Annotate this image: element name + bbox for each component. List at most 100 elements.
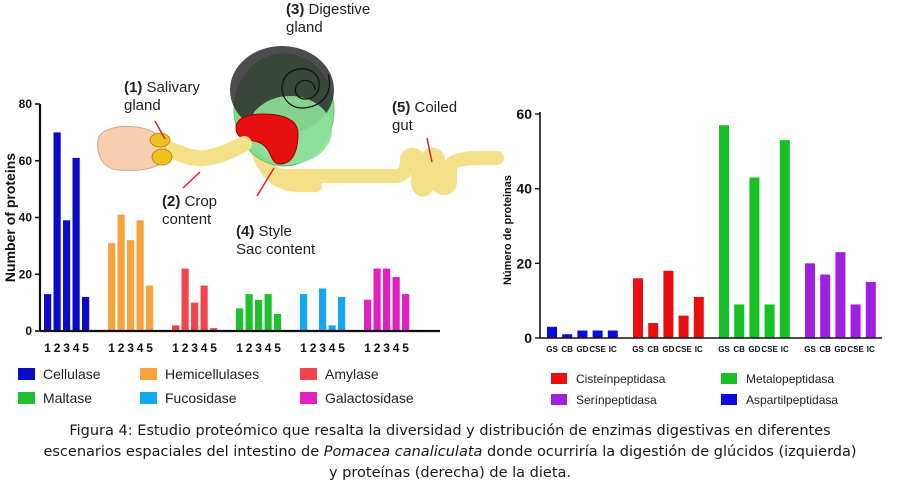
x-tick-label-serinpeptidasa-gs: GS bbox=[804, 345, 816, 354]
label-digestive-gland-number: (3) bbox=[286, 1, 304, 18]
legend-swatch-galactosidase bbox=[300, 392, 317, 404]
label-coiled-gut-number: (5) bbox=[392, 99, 410, 116]
bar-serinpeptidasa-gd bbox=[835, 252, 846, 338]
y-tick-label-0: 0 bbox=[524, 330, 532, 346]
bar-maltase-3 bbox=[255, 299, 263, 331]
x-tick-label-fucosidase-4: 4 bbox=[329, 341, 336, 355]
x-tick-label-galactosidase-4: 4 bbox=[393, 341, 400, 355]
gut-descending-shape bbox=[256, 154, 322, 192]
bar-cisteinpeptidasa-gs bbox=[633, 278, 643, 338]
bar-galactosidase-4 bbox=[392, 277, 400, 331]
pointer-line-style-sac bbox=[256, 167, 275, 197]
label-digestive-gland-text: Digestive bbox=[304, 1, 370, 18]
label-crop-content: (2) Crop bbox=[162, 193, 217, 210]
bar-cisteinpeptidasa-ic bbox=[693, 296, 704, 338]
legend-swatch-maltase bbox=[18, 392, 35, 404]
label-coiled-gut-line2: gut bbox=[392, 117, 414, 134]
bar-cellulase-4 bbox=[72, 157, 80, 331]
x-tick-label-fucosidase-2: 2 bbox=[310, 341, 317, 355]
x-tick-label-amylase-2: 2 bbox=[182, 341, 189, 355]
label-crop-text: Crop bbox=[180, 193, 217, 210]
x-tick-label-aspartilpeptidasa-cse: CSE bbox=[589, 345, 606, 354]
bar-hemicellulases-1 bbox=[108, 243, 116, 331]
bar-cisteinpeptidasa-cb bbox=[648, 323, 659, 338]
x-tick-label-aspartilpeptidasa-cb: CB bbox=[561, 345, 573, 354]
x-tick-label-galactosidase-3: 3 bbox=[383, 341, 390, 355]
y-axis-title: Number of proteins bbox=[2, 153, 18, 282]
x-tick-label-cisteinpeptidasa-cse: CSE bbox=[675, 345, 692, 354]
label-crop-number: (2) bbox=[162, 193, 180, 210]
pointer-line-crop bbox=[182, 171, 201, 189]
x-tick-label-hemicellulases-5: 5 bbox=[146, 341, 153, 355]
bar-amylase-1 bbox=[172, 325, 180, 331]
caption-label: Figura 4: bbox=[69, 423, 133, 439]
x-tick-label-serinpeptidasa-gd: GD bbox=[834, 345, 846, 354]
label-salivary-gland-number: (1) bbox=[124, 79, 142, 96]
label-salivary-gland: (1) Salivary bbox=[124, 79, 200, 96]
legend-label-serinpeptidasa: Serínpeptidasa bbox=[576, 393, 657, 407]
y-tick-label-0: 0 bbox=[25, 324, 32, 338]
x-tick-label-cellulase-2: 2 bbox=[54, 341, 61, 355]
bar-cisteinpeptidasa-cse bbox=[678, 315, 689, 338]
label-coiled-gut: (5) Coiled bbox=[392, 99, 457, 116]
y-axis-title: Número de proteinas bbox=[502, 175, 514, 285]
x-tick-label-hemicellulases-2: 2 bbox=[118, 341, 125, 355]
x-tick-label-amylase-1: 1 bbox=[172, 341, 179, 355]
x-tick-label-maltase-1: 1 bbox=[236, 341, 243, 355]
bar-amylase-5 bbox=[210, 328, 218, 331]
y-tick-label-40: 40 bbox=[19, 211, 33, 225]
bar-maltase-5 bbox=[274, 313, 282, 331]
bar-metalopeptidasa-gd bbox=[749, 177, 760, 338]
legend-label-cellulase: Cellulase bbox=[43, 366, 101, 382]
bar-galactosidase-5 bbox=[402, 294, 410, 331]
label-style-sac: (4) Style bbox=[236, 223, 292, 240]
coiled-gut-shape bbox=[251, 143, 504, 197]
bar-fucosidase-5 bbox=[338, 296, 346, 331]
y-tick-label-60: 60 bbox=[19, 154, 33, 168]
x-tick-label-cellulase-3: 3 bbox=[63, 341, 70, 355]
x-tick-label-serinpeptidasa-ic: IC bbox=[867, 345, 875, 354]
caption-species: Pomacea canaliculata bbox=[323, 444, 483, 460]
x-tick-label-cellulase-1: 1 bbox=[44, 341, 51, 355]
gut-illustration: (1) Salivary gland (2) Crop content (3) … bbox=[97, 1, 504, 258]
legend-swatch-amylase bbox=[300, 368, 317, 380]
x-tick-label-fucosidase-3: 3 bbox=[319, 341, 326, 355]
x-tick-label-serinpeptidasa-cse: CSE bbox=[847, 345, 864, 354]
x-tick-label-hemicellulases-1: 1 bbox=[108, 341, 115, 355]
x-tick-label-metalopeptidasa-gs: GS bbox=[718, 345, 730, 354]
x-tick-label-aspartilpeptidasa-gs: GS bbox=[546, 345, 558, 354]
x-tick-label-maltase-3: 3 bbox=[255, 341, 262, 355]
legend-label-aspartilpeptidasa: Aspartilpeptidasa bbox=[746, 393, 838, 407]
bar-maltase-4 bbox=[264, 294, 272, 331]
x-tick-label-serinpeptidasa-cb: CB bbox=[819, 345, 831, 354]
bar-serinpeptidasa-cb bbox=[820, 274, 831, 338]
legend-label-metalopeptidasa: Metalopeptidasa bbox=[746, 372, 834, 386]
legend-label-maltase: Maltase bbox=[43, 390, 92, 406]
label-style-sac-line2: Sac content bbox=[236, 241, 316, 258]
legend-swatch-serinpeptidasa bbox=[551, 394, 567, 405]
bar-aspartilpeptidasa-cb bbox=[562, 334, 573, 338]
buccal-mass-shape bbox=[97, 126, 167, 171]
spiral-shape bbox=[281, 68, 331, 109]
x-tick-label-fucosidase-5: 5 bbox=[338, 341, 345, 355]
legend-label-galactosidase: Galactosidase bbox=[325, 390, 414, 406]
label-style-sac-text: Style bbox=[254, 223, 292, 240]
label-crop-content-line2: content bbox=[162, 211, 212, 228]
bar-aspartilpeptidasa-ic bbox=[607, 330, 618, 338]
bar-cisteinpeptidasa-gd bbox=[663, 270, 674, 338]
x-tick-label-cisteinpeptidasa-ic: IC bbox=[695, 345, 703, 354]
x-tick-label-metalopeptidasa-ic: IC bbox=[781, 345, 789, 354]
bar-hemicellulases-4 bbox=[136, 220, 144, 331]
x-tick-label-amylase-3: 3 bbox=[191, 341, 198, 355]
style-sac-shape bbox=[235, 113, 299, 165]
legend-swatch-fucosidase bbox=[140, 392, 157, 404]
bar-cellulase-1 bbox=[44, 294, 52, 331]
x-tick-label-cisteinpeptidasa-gd: GD bbox=[662, 345, 674, 354]
salivary-gland-top-shape bbox=[149, 132, 171, 148]
bar-metalopeptidasa-cse bbox=[764, 304, 775, 338]
legend-label-amylase: Amylase bbox=[325, 366, 379, 382]
x-tick-label-amylase-5: 5 bbox=[210, 341, 217, 355]
